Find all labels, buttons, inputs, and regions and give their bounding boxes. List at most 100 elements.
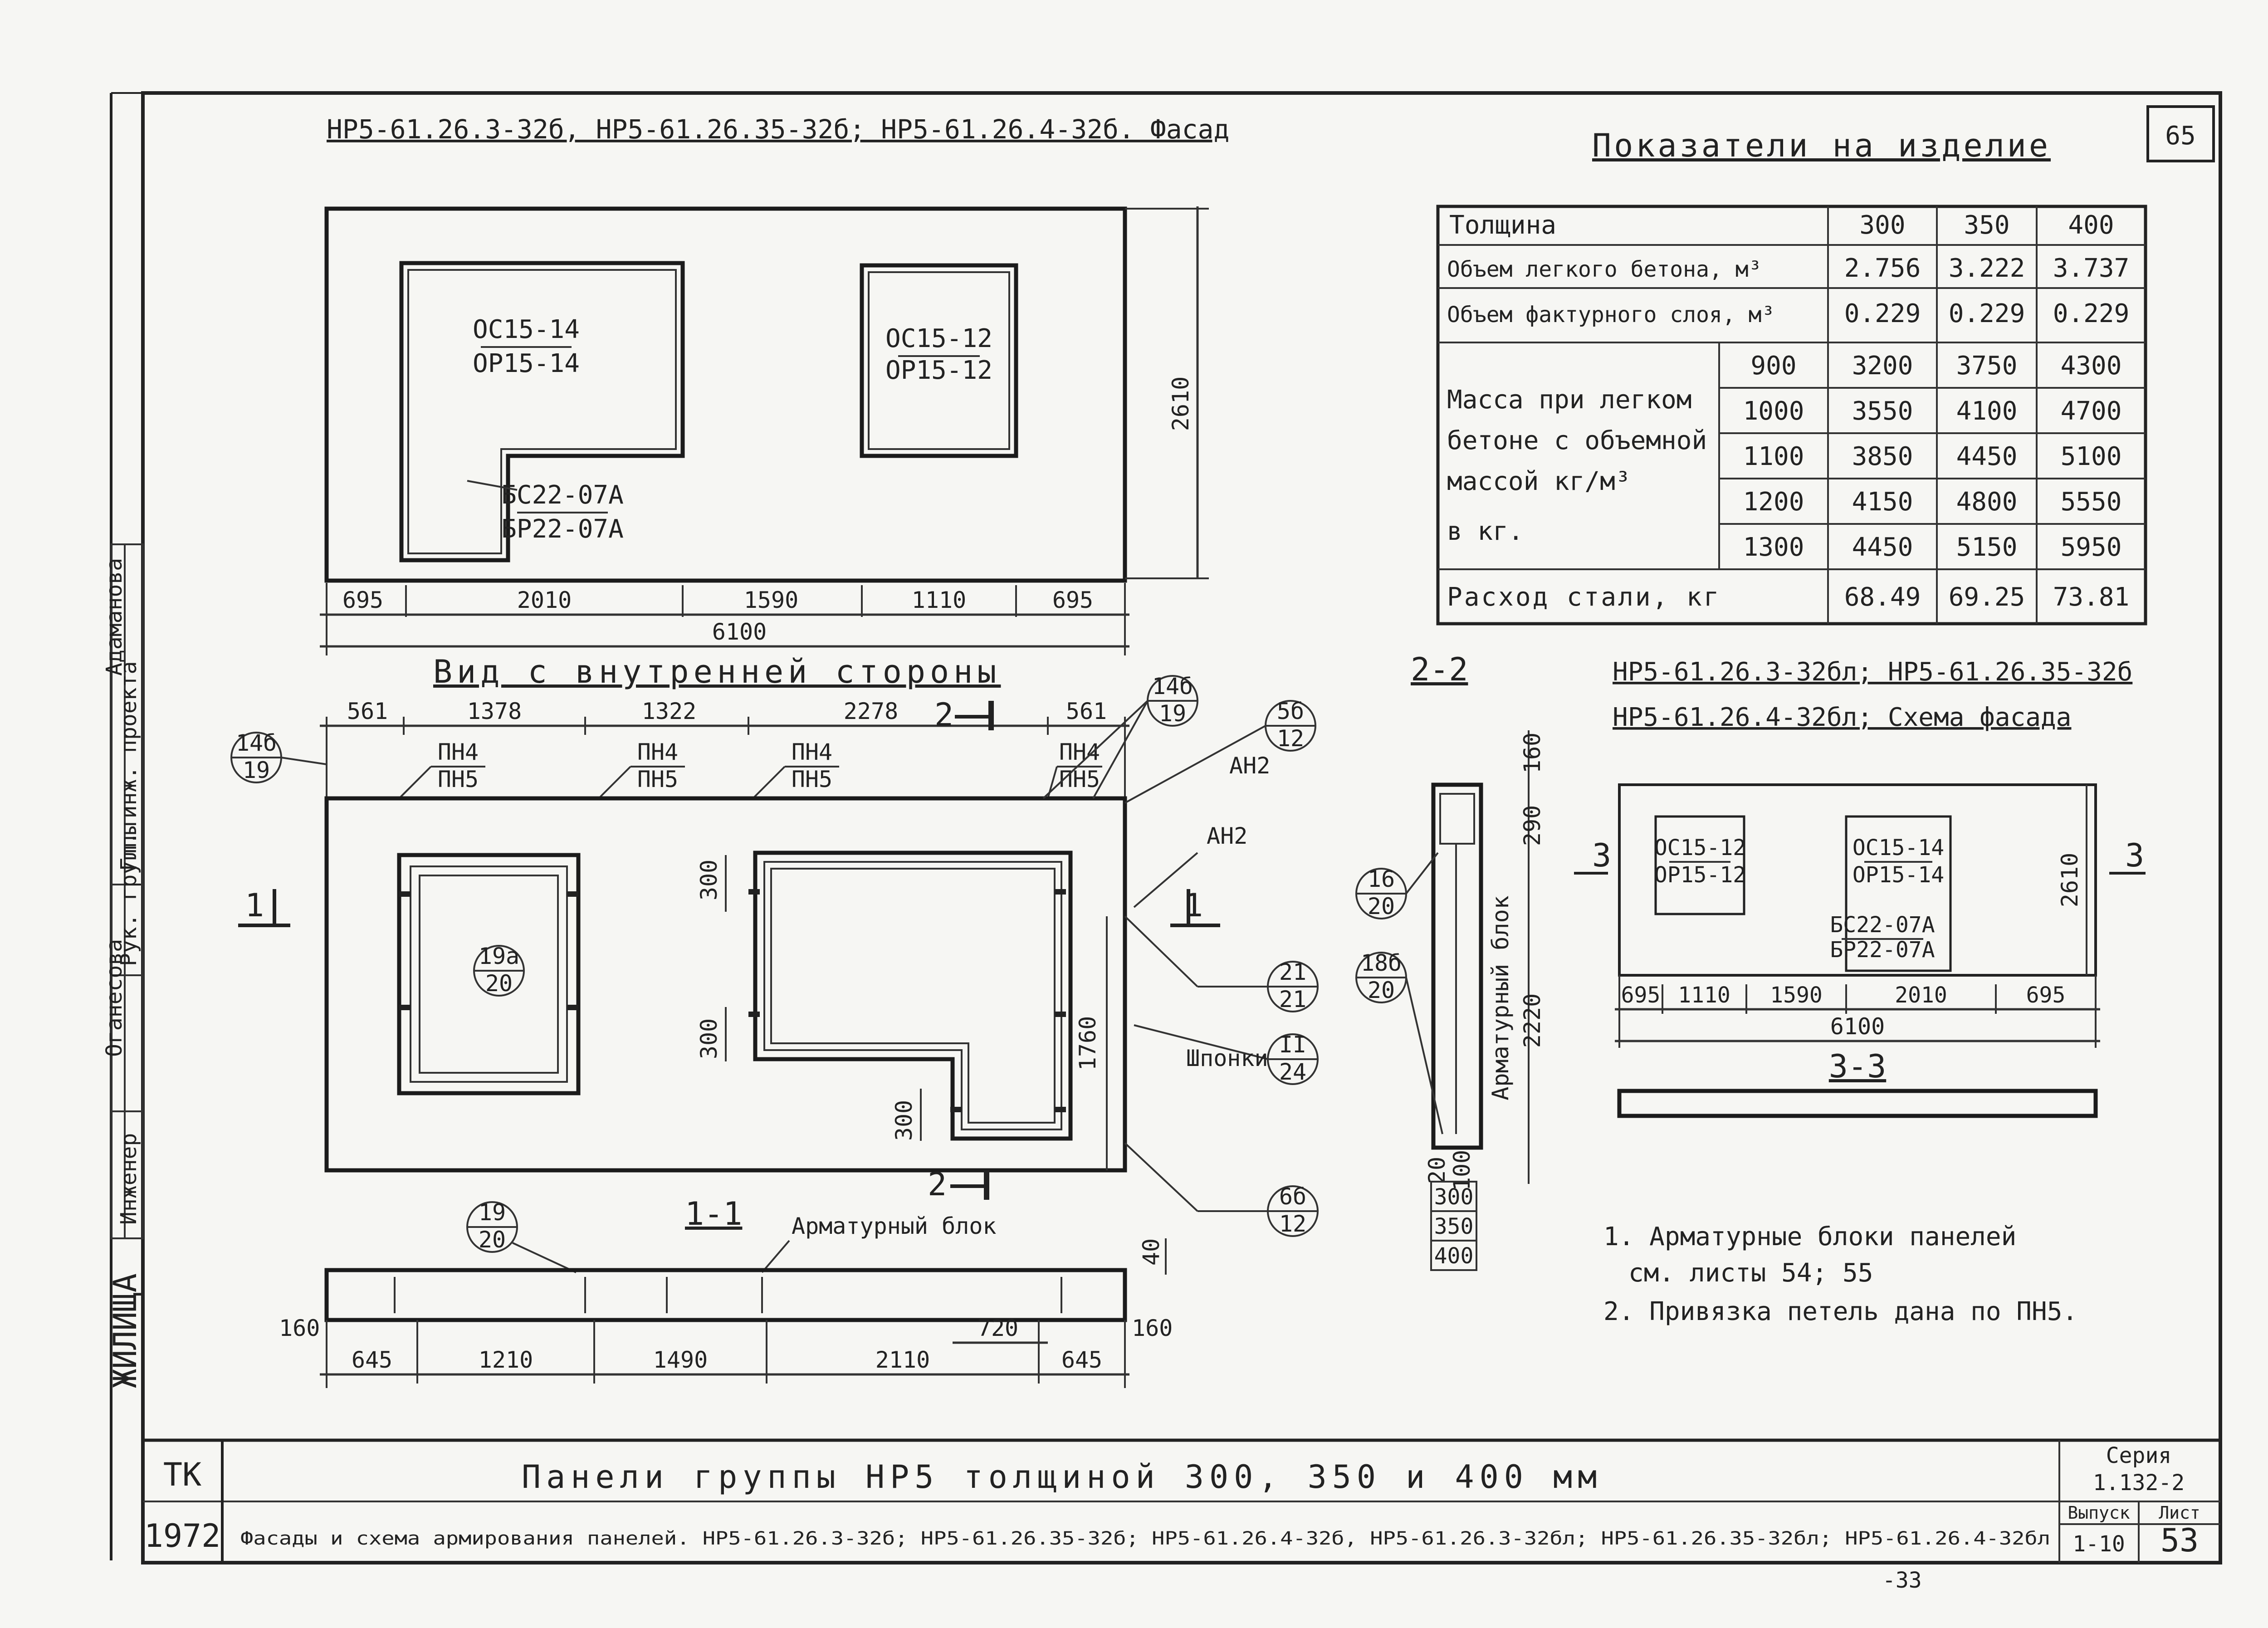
mass-900-300: 3200 [1852, 351, 1913, 381]
scheme-window-door-right [1845, 815, 1952, 972]
facade-dim-2: 2010 [517, 587, 572, 613]
scheme-window-left-top: ОС15-12 [1654, 835, 1746, 860]
table-header-350: 350 [1964, 210, 2009, 240]
facade-total: 6100 [712, 619, 767, 645]
section-2-2-dim-160: 160 [1519, 733, 1545, 773]
table-row-facing-400: 0.229 [2053, 299, 2130, 328]
titleblock-issue: 1-10 [2072, 1531, 2125, 1557]
section-2-2-dim-100: 100 [1449, 1150, 1475, 1191]
mass-1200-350: 4800 [1956, 487, 2018, 517]
facade-window-right-top: ОС15-12 [885, 324, 992, 353]
section-2-2-dim-20: 20 [1424, 1157, 1450, 1184]
table-row-light-concrete-350: 3.222 [1949, 254, 2025, 283]
section-1-1-dim-5: 645 [1061, 1347, 1102, 1373]
titleblock-org: ТК [163, 1456, 201, 1493]
mass-density-1000: 1000 [1743, 396, 1804, 426]
inner-dim-1760: 1760 [1075, 1016, 1101, 1071]
table-header-300: 300 [1859, 210, 1905, 240]
titleblock-sheet: 53 [2160, 1522, 2199, 1559]
titleblock-title: Панели группы НР5 толщиной 300, 350 и 40… [522, 1458, 1602, 1496]
mass-1000-350: 4100 [1956, 396, 2018, 426]
titleblock-series: 1.132-2 [2093, 1470, 2185, 1496]
facade-dim-5: 695 [1052, 587, 1093, 613]
scheme-door-bottom: БР22-07А [1830, 937, 1935, 963]
mass-1100-350: 4450 [1956, 442, 2018, 471]
scheme-window-right-top: ОС15-14 [1853, 835, 1944, 860]
side-stamp-engineer: Инженер [116, 1133, 142, 1225]
facade-door-top: БС22-07А [501, 480, 624, 510]
scheme-height: 2610 [2057, 853, 2083, 907]
facade-door-bottom: БР22-07А [501, 514, 624, 544]
facade-window-right [860, 263, 1018, 458]
mass-density-900: 900 [1750, 351, 1796, 381]
an2-label-a: АН2 [1229, 753, 1270, 779]
note-1-cont: см. листы 54; 55 [1628, 1258, 1873, 1288]
mass-1100-300: 3850 [1852, 442, 1913, 471]
table-mass-label-1: Масса при легком [1447, 385, 1691, 415]
scheme-dim-3: 1590 [1770, 983, 1823, 1008]
table-mass-label-2: бетоне с объемной [1447, 426, 1707, 455]
section-2-2-thickness-400: 400 [1434, 1243, 1474, 1269]
section-1-1-dim-720: 720 [978, 1315, 1018, 1341]
callout-14b-left-bottom: 19 [243, 757, 270, 783]
scheme-title-2: НР5-61.26.4-32бл; Схема фасада [1613, 703, 2071, 732]
callout-21-bottom: 21 [1279, 986, 1306, 1012]
section-2-2-callout-16-bottom: 20 [1368, 893, 1395, 919]
scheme-door-top: БС22-07А [1830, 912, 1935, 938]
mass-900-350: 3750 [1956, 351, 2018, 381]
page-number: 65 [2165, 121, 2195, 151]
facade-title: НР5-61.26.3-32б, НР5-61.26.35-32б; НР5-6… [327, 114, 1229, 145]
side-name-1: Оганесова [102, 939, 127, 1057]
mass-density-1100: 1100 [1743, 442, 1804, 471]
section-1-1-callout-top: 19 [479, 1199, 506, 1226]
loop-1-bottom: ПН5 [438, 766, 479, 792]
facade-dim-1: 695 [342, 587, 383, 613]
inner-top-dim-5: 561 [1066, 698, 1107, 724]
callout-14b-left-top: 14б [236, 730, 277, 756]
section-1-1-dim-4: 2110 [875, 1347, 930, 1373]
section-2-2-thickness-350: 350 [1434, 1214, 1474, 1239]
inner-top-dim-4: 2278 [844, 698, 898, 724]
table-row-facing-350: 0.229 [1949, 299, 2025, 328]
table-steel-label: Расход стали, кг [1447, 582, 1721, 612]
mass-1300-400: 5950 [2061, 533, 2122, 562]
section-1-1-dim-160-right: 160 [1132, 1315, 1173, 1341]
mass-1200-400: 5550 [2061, 487, 2122, 517]
table-header-thickness: Толщина [1449, 210, 1556, 240]
side-name-2: Адаманова [102, 558, 127, 676]
callout-14b-right-bottom: 19 [1159, 700, 1186, 727]
scheme-title-1: НР5-61.26.3-32бл; НР5-61.26.35-32б [1613, 657, 2132, 687]
scheme-window-left [1654, 815, 1745, 915]
mass-1300-300: 4450 [1852, 533, 1913, 562]
inner-dim-300-c: 300 [891, 1100, 917, 1141]
table-mass-label-3: массой кг/м³ [1447, 467, 1631, 496]
inner-view-title: Вид с внутренней стороны [433, 653, 1001, 690]
section-1-left: 1 [245, 887, 264, 924]
section-2-2-dim-290: 290 [1519, 805, 1545, 846]
section-2-2-title: 2-2 [1411, 651, 1468, 688]
facade-panel [324, 206, 1127, 583]
titleblock-series-label: Серия [2106, 1443, 2172, 1468]
table-steel-400: 73.81 [2053, 582, 2130, 612]
scheme-mark-right: 3 [2125, 837, 2144, 874]
table-row-facing-300: 0.229 [1844, 299, 1921, 328]
scheme-dim-4: 2010 [1895, 983, 1947, 1008]
scheme-dim-1: 695 [1621, 983, 1661, 1008]
loop-4-bottom: ПН5 [1059, 766, 1100, 792]
section-1-1-dim-160-left: 160 [279, 1315, 320, 1341]
inner-dim-300-b: 300 [696, 1018, 722, 1059]
inner-dim-300-a: 300 [696, 860, 722, 900]
scheme-section-3-3-body [1617, 1089, 2098, 1118]
scheme-mark-left: 3 [1592, 837, 1611, 874]
section-2-top: 2 [934, 696, 953, 733]
inner-window-left [397, 853, 581, 1095]
table-row-facing-label: Объем фактурного слоя, м³ [1447, 302, 1774, 328]
scheme-section-3-3: 3-3 [1829, 1048, 1886, 1085]
table-header-400: 400 [2068, 210, 2114, 240]
callout-keys-top: II [1279, 1032, 1306, 1058]
scheme-window-right-bottom: ОР15-14 [1853, 862, 1944, 888]
side-org: ЖИЛИЩА [107, 1273, 144, 1388]
facade-window-left-bottom: ОР15-14 [473, 349, 580, 378]
section-1-1-dim-1: 645 [352, 1347, 392, 1373]
side-stamp-chief: Гл. инж. проекта [116, 661, 142, 871]
